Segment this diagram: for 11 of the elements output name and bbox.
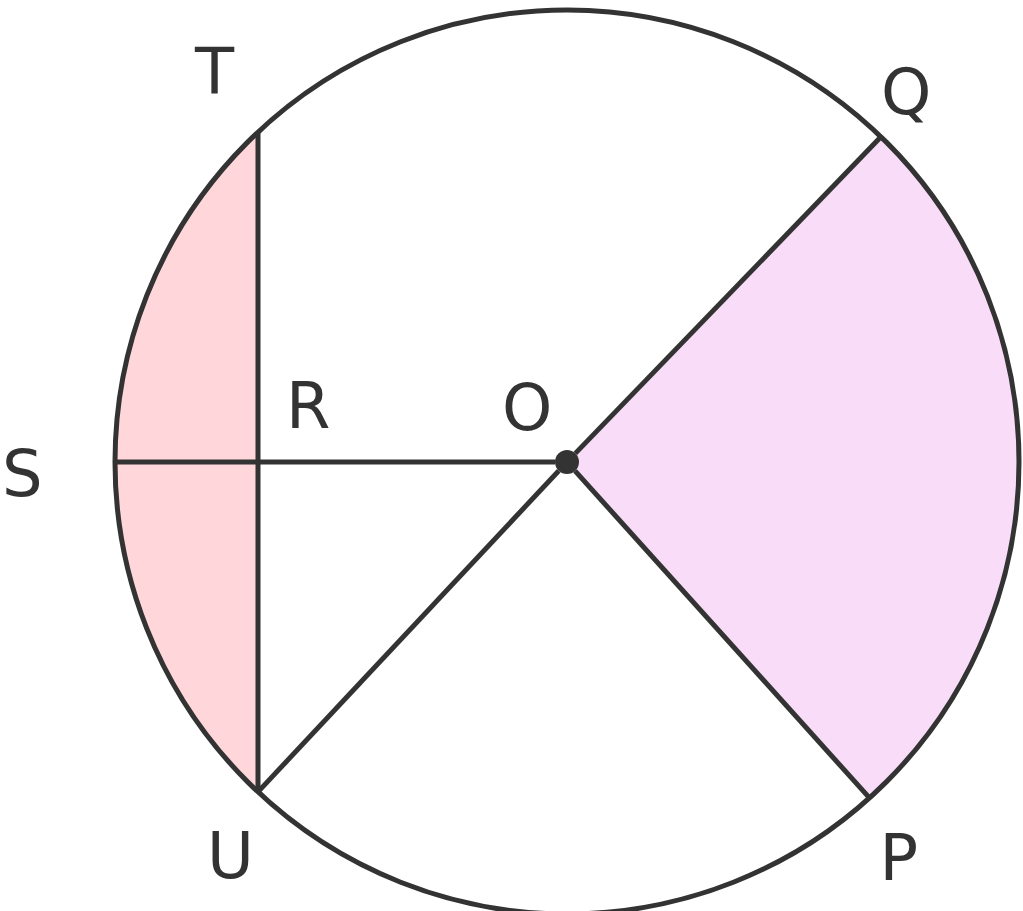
line-segment bbox=[573, 135, 883, 456]
line-segment bbox=[115, 459, 555, 465]
point-letter: P bbox=[879, 825, 919, 890]
point-letter: T bbox=[195, 40, 235, 104]
point-letter: S bbox=[2, 442, 43, 506]
point-letter: U bbox=[207, 823, 254, 888]
line-segment bbox=[255, 132, 261, 792]
line-segment bbox=[573, 469, 872, 800]
point-letter: R bbox=[286, 374, 331, 438]
point-letter: Q bbox=[881, 60, 932, 124]
point-letter: O bbox=[502, 376, 553, 440]
